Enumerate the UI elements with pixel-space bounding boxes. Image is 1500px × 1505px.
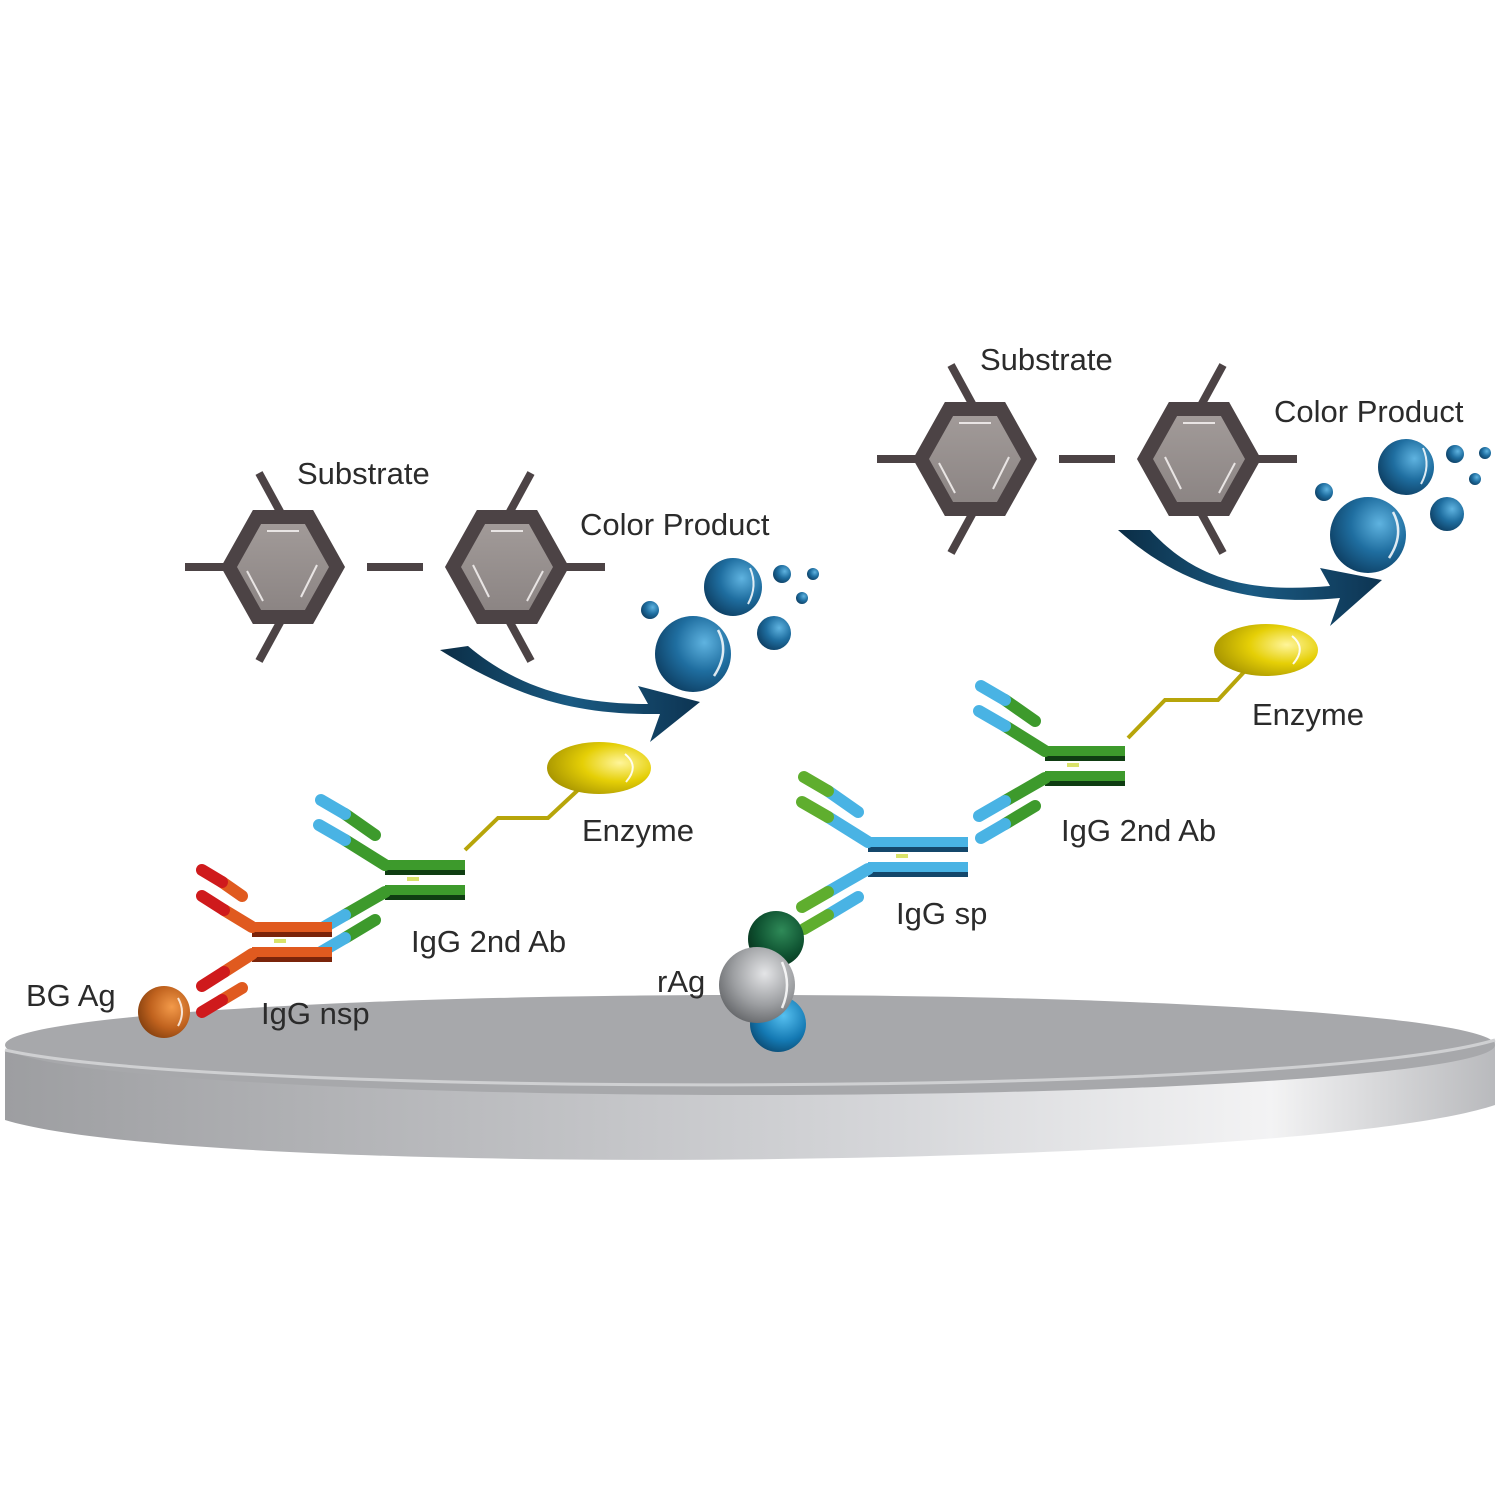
enzyme-right [1126,624,1318,740]
primary-antibody-nsp [202,870,332,1012]
reaction-arrow-right [1118,530,1382,626]
primary-antibody-label-left: IgG nsp [261,996,370,1031]
enzyme-label-left: Enzyme [582,813,694,848]
bg-antigen-ball [138,986,190,1038]
substrate-molecule-right [877,365,1297,553]
color-product-label-right: Color Product [1274,394,1464,429]
primary-antibody-label-right: IgG sp [896,896,988,931]
substrate-label-left: Substrate [297,456,430,491]
secondary-antibody-label-left: IgG 2nd Ab [411,924,567,959]
antigen-label-right: rAg [657,964,706,999]
color-product-bubbles-left [641,558,819,692]
color-product-bubbles-right [1315,439,1491,573]
color-product-label-left: Color Product [580,507,770,542]
substrate-label-right: Substrate [980,342,1113,377]
reaction-arrow-left [440,646,700,742]
enzyme-left [463,742,651,852]
secondary-antibody-label-right: IgG 2nd Ab [1061,813,1217,848]
enzyme-label-right: Enzyme [1252,697,1364,732]
plate-surface [4,995,1496,1160]
substrate-molecule-left [185,473,605,661]
recombinant-antigen-cluster [719,911,806,1052]
antigen-label-left: BG Ag [26,978,116,1013]
